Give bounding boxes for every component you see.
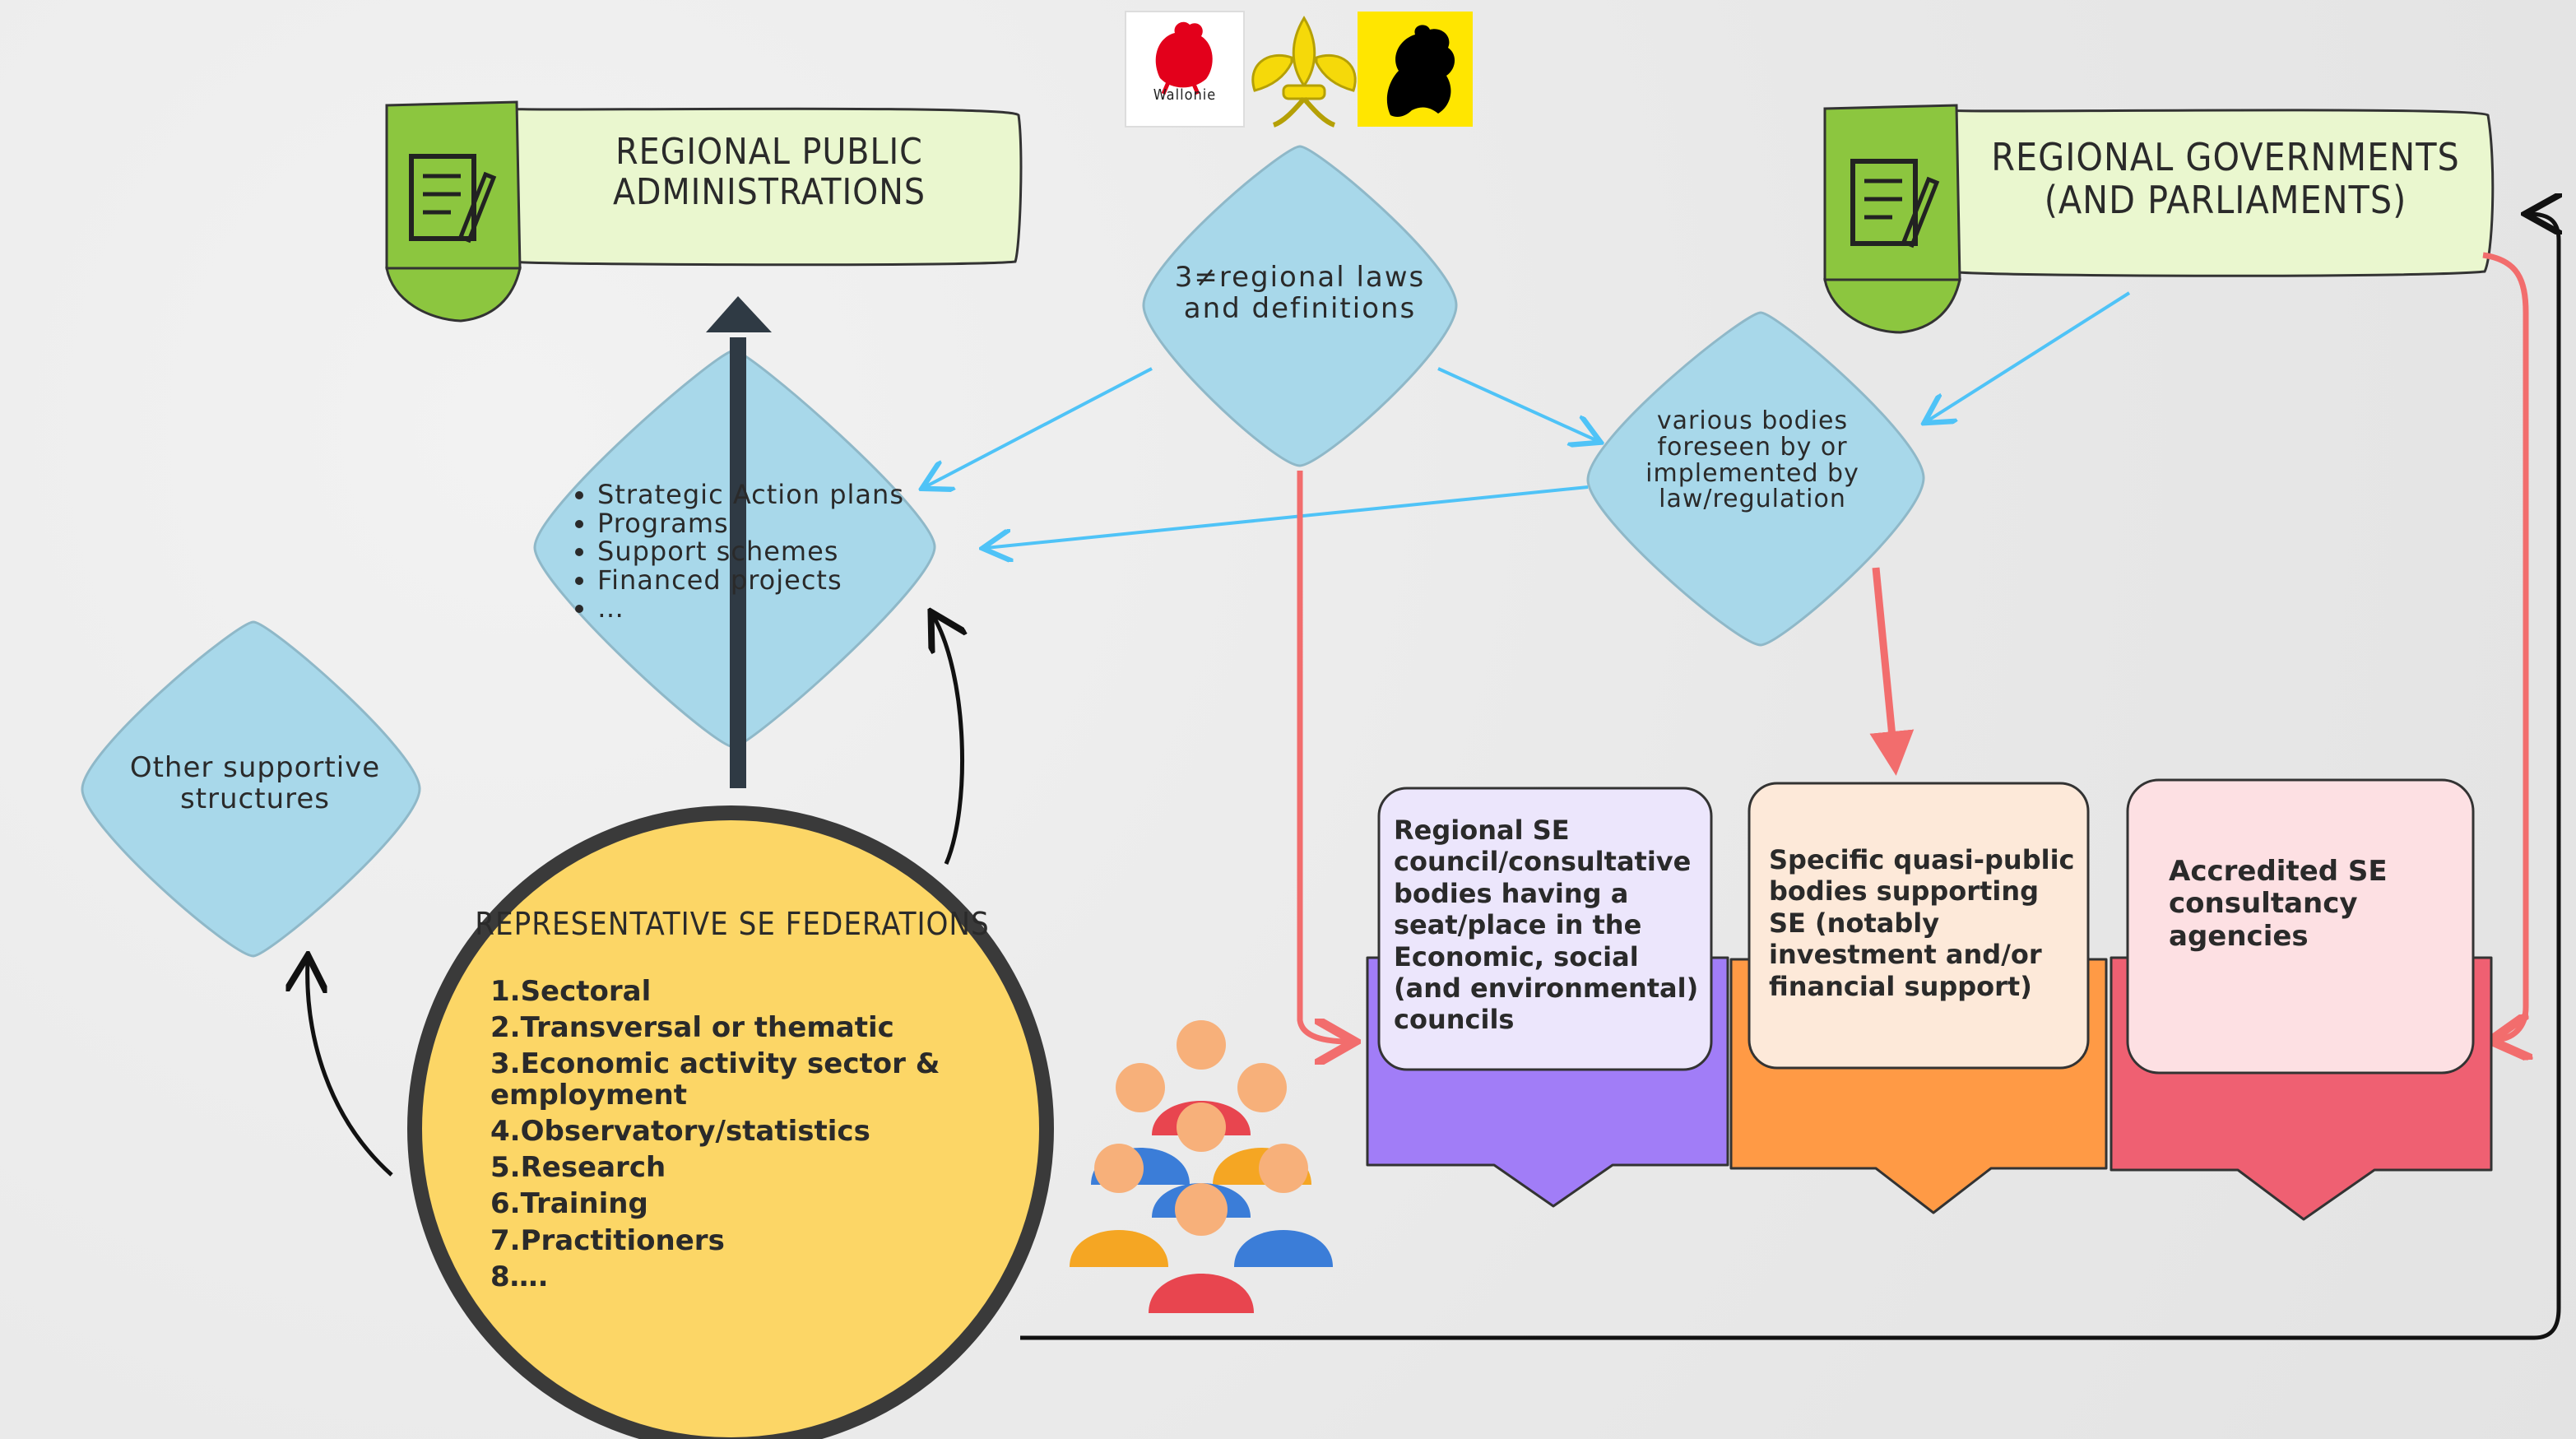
diamond-line: and definitions (1183, 292, 1417, 326)
arrow-laws-to-bodies (1437, 367, 1598, 441)
people-group-icon (1070, 1020, 1333, 1313)
title-line: (AND PARLIAMENTS) (2044, 177, 2407, 222)
wallonie-logo (1125, 11, 1245, 128)
title-line: REGIONAL GOVERNMENTS (1991, 135, 2460, 179)
federation-item: 3.Economic activity sector & employment (490, 1047, 940, 1112)
arrow-laws-to-strategic (925, 367, 1153, 487)
regional-laws-diamond (1142, 145, 1458, 467)
brussels-iris-logo (1251, 16, 1357, 128)
federation-item: 7.Practitioners (490, 1223, 725, 1257)
federation-item: 8…. (490, 1260, 549, 1293)
arrow-gov-to-bodies (1927, 291, 2131, 421)
diamond-line: structures (179, 782, 330, 816)
flemish-lion-logo (1358, 12, 1473, 127)
arrow-governments-to-federations (1020, 214, 2559, 1340)
regional-laws-label: 3≠regional laws and definitions (1168, 262, 1432, 324)
federation-item: 1.Sectoral (490, 975, 652, 1008)
upward-dark-arrow (706, 296, 772, 788)
regional-public-administrations-title: REGIONAL PUBLIC ADMINISTRATIONS (527, 132, 1012, 213)
document-edit-icon (409, 154, 497, 244)
strategic-item: … (597, 594, 921, 623)
federation-item: 6.Training (490, 1187, 648, 1221)
federation-item: 4.Observatory/statistics (490, 1115, 870, 1149)
title-line: REGIONAL PUBLIC (615, 131, 923, 173)
strategic-item: Financed projects (597, 566, 921, 595)
consultancy-text: Accredited SE consultancy agencies (2169, 855, 2388, 953)
regional-governments-title: REGIONAL GOVERNMENTS (AND PARLIAMENTS) (1966, 135, 2485, 222)
regional-council-bubble (1366, 787, 1729, 1208)
diamond-line: foreseen by or (1657, 432, 1848, 462)
federation-item: 5.Research (490, 1151, 666, 1185)
federations-list: 1.Sectoral 2.Transversal or thematic 3.E… (490, 976, 1033, 1297)
arrow-federations-to-other (308, 959, 393, 1177)
regional-public-administrations-box (385, 100, 1023, 323)
federations-title: REPRESENTATIVE SE FEDERATIONS (475, 906, 990, 942)
diamond-line: various bodies (1656, 406, 1849, 435)
quasi-public-bubble (1729, 782, 2108, 1214)
diamond-line: implemented by (1645, 458, 1859, 488)
arrow-bodies-to-strategic (986, 485, 1589, 548)
federation-item: 2.Transversal or thematic (490, 1011, 894, 1045)
arrow-federations-to-strategic (933, 615, 963, 865)
diamond-line: Other supportive (129, 751, 381, 784)
various-bodies-label: various bodies foreseen by or implemente… (1613, 408, 1892, 513)
consultancy-bubble (2110, 778, 2493, 1221)
arrow-laws-to-council (1297, 471, 1349, 1042)
arrow-bodies-to-quasi-public (1869, 567, 1915, 776)
wallonie-logo-text: Wallonie (1153, 86, 1217, 104)
strategic-item: Support schemes (597, 537, 921, 566)
strategic-plans-label: Strategic Action plans Programs Support … (576, 480, 921, 623)
strategic-item: Strategic Action plans (597, 480, 921, 509)
federations-circle (407, 805, 1054, 1439)
document-edit-icon (1850, 159, 1940, 248)
regional-council-text: Regional SE council/consultative bodies … (1394, 815, 1699, 1036)
other-supportive-diamond (81, 620, 421, 958)
quasi-public-text: Specific quasi-public bodies supporting … (1769, 844, 2075, 1002)
diamond-line: 3≠regional laws (1174, 261, 1426, 294)
regional-governments-box (1823, 104, 2495, 334)
arrow-gov-to-consultancy (2483, 252, 2526, 1040)
diamond-line: law/regulation (1659, 485, 1846, 514)
other-supportive-label: Other supportive structures (123, 752, 387, 815)
various-bodies-diamond (1586, 311, 1925, 647)
title-line: ADMINISTRATIONS (612, 171, 926, 214)
strategic-item: Programs (597, 508, 921, 538)
